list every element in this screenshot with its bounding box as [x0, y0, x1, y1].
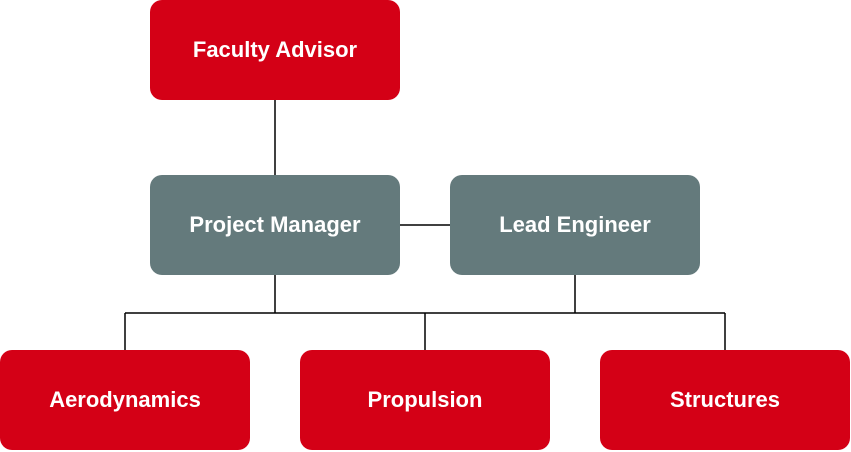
- lead-engineer-box: Lead Engineer: [450, 175, 700, 275]
- project-manager-box: Project Manager: [150, 175, 400, 275]
- lead-engineer-label: Lead Engineer: [499, 212, 651, 237]
- structures-box: Structures: [600, 350, 850, 450]
- structures-label: Structures: [669, 387, 781, 412]
- project-manager-label: Project Manager: [189, 212, 361, 237]
- aerodynamics-label: Aerodynamics: [49, 387, 201, 412]
- faculty-advisor-label: Faculty Advisor: [192, 37, 358, 62]
- aerodynamics-box: Aerodynamics: [0, 350, 250, 450]
- propulsion-label: Propulsion: [367, 387, 483, 412]
- propulsion-box: Propulsion: [300, 350, 550, 450]
- faculty-advisor-box: Faculty Advisor: [150, 0, 400, 100]
